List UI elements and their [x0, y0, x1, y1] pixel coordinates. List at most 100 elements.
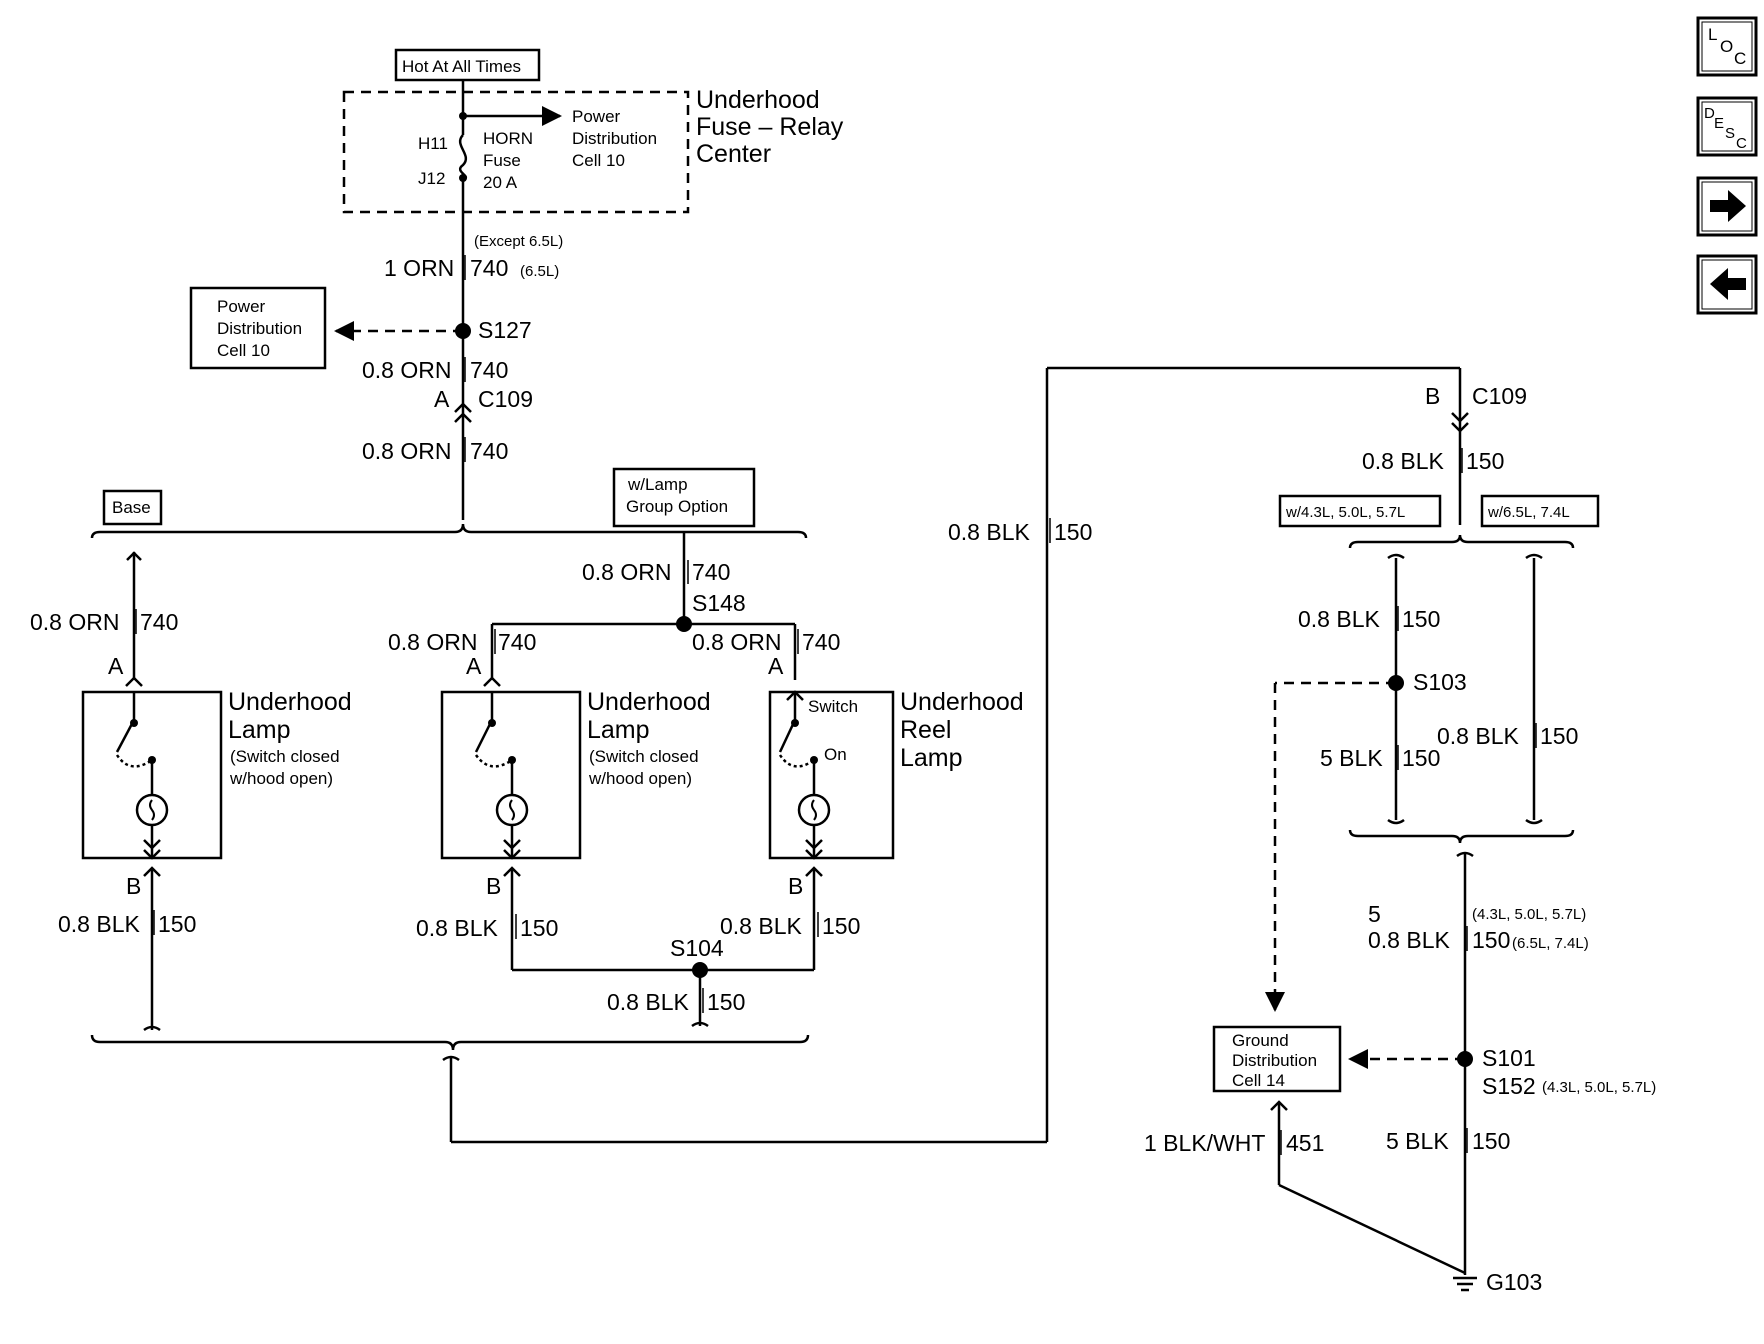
- r5-circuit: 150: [1472, 1128, 1510, 1154]
- splice-s104-dot: [692, 962, 708, 978]
- prev-button[interactable]: [1696, 254, 1758, 315]
- r1-gauge: 0.8 BLK: [1298, 606, 1380, 632]
- c109b-gauge: 0.8 BLK: [1362, 448, 1444, 474]
- c109b-label: C109: [1472, 383, 1527, 409]
- desc-letter-d: D: [1704, 105, 1715, 122]
- s127-label: S127: [478, 317, 532, 343]
- r4-gauge-a: 5: [1368, 901, 1381, 927]
- s103-label: S103: [1413, 669, 1467, 695]
- base-blk-gauge: 0.8 BLK: [58, 911, 140, 937]
- arrow-right-icon: [1710, 190, 1746, 222]
- base-pin-b: B: [126, 873, 141, 899]
- hot-at-all-times-box: [394, 48, 541, 82]
- r5-gauge: 5 BLK: [1386, 1128, 1449, 1154]
- mid-switch-note-2: w/hood open): [588, 769, 692, 788]
- reel-pin-b: B: [788, 873, 803, 899]
- base-circuit: 740: [140, 609, 178, 635]
- splice-s103-dot: [1388, 675, 1404, 691]
- s152-label: S152: [1482, 1073, 1536, 1099]
- base-switch-note-1: (Switch closed: [230, 747, 340, 766]
- r3-gauge: 0.8 BLK: [1437, 723, 1519, 749]
- power-dist-arrow-3: Cell 10: [572, 151, 625, 170]
- r4-circuit: 150: [1472, 927, 1510, 953]
- base-blk-circuit: 150: [158, 911, 196, 937]
- desc-button[interactable]: D E S C: [1696, 96, 1758, 157]
- next-button[interactable]: [1696, 176, 1758, 237]
- left-power-box-1: Power: [217, 297, 266, 316]
- loc-letter-o: O: [1720, 37, 1733, 56]
- fuse-center-label-3: Center: [696, 140, 771, 168]
- w3-circuit: 740: [470, 438, 508, 464]
- reel-gauge: 0.8 ORN: [692, 629, 781, 655]
- gnd-circuit: 451: [1286, 1130, 1324, 1156]
- reel-circuit: 740: [802, 629, 840, 655]
- reel-blk-circuit: 150: [822, 913, 860, 939]
- s101-label: S101: [1482, 1045, 1536, 1071]
- reel-on-label: On: [824, 745, 847, 764]
- mid-pin-a: A: [466, 653, 482, 679]
- s104-out-circuit: 150: [707, 989, 745, 1015]
- mid-gauge: 0.8 ORN: [388, 629, 477, 655]
- base-option-label: Base: [112, 498, 151, 517]
- mid-circuit: 740: [498, 629, 536, 655]
- base-option-box: [102, 489, 163, 526]
- ground-distribution-box: [1212, 1025, 1342, 1093]
- g103-label: G103: [1486, 1269, 1542, 1295]
- w1-circuit: 740: [470, 255, 508, 281]
- c109b-circuit: 150: [1466, 448, 1504, 474]
- s148-in-circuit: 740: [692, 559, 730, 585]
- hot-at-all-times-label: Hot At All Times: [402, 57, 521, 76]
- desc-letter-e: E: [1714, 115, 1724, 132]
- r4-gauge-b: 0.8 BLK: [1368, 927, 1450, 953]
- option-brace-top: [90, 523, 808, 539]
- w43-label: w/4.3L, 5.0L, 5.7L: [1285, 504, 1405, 521]
- mid-lamp-name-1: Underhood: [587, 688, 711, 716]
- c109a-pin: A: [434, 386, 450, 412]
- w1-gauge: 1 ORN: [384, 255, 454, 281]
- option-brace-bottom: [90, 1034, 810, 1051]
- w2-circuit: 740: [470, 357, 508, 383]
- w2-gauge: 0.8 ORN: [362, 357, 451, 383]
- w1-note: (6.5L): [520, 263, 559, 280]
- option-brace-right-bottom: [1348, 829, 1575, 844]
- s104-label: S104: [670, 935, 724, 961]
- horn-fuse-symbol: [458, 134, 468, 182]
- r3-circuit: 150: [1540, 723, 1578, 749]
- r2-gauge: 5 BLK: [1320, 745, 1383, 771]
- s152-note: (4.3L, 5.0L, 5.7L): [1542, 1079, 1656, 1096]
- r1-circuit: 150: [1402, 606, 1440, 632]
- loc-button[interactable]: L O C: [1696, 16, 1758, 77]
- long-circuit: 150: [1054, 519, 1092, 545]
- long-gauge: 0.8 BLK: [948, 519, 1030, 545]
- w43-option-box: [1278, 494, 1442, 528]
- fuse-center-label-2: Fuse – Relay: [696, 113, 844, 141]
- mid-blk-circuit: 150: [520, 915, 558, 941]
- fuse-name-2: Fuse: [483, 151, 521, 170]
- w65-label: w/6.5L, 7.4L: [1487, 504, 1570, 521]
- lamp-group-option-2: Group Option: [626, 497, 728, 516]
- except-65-note: (Except 6.5L): [474, 233, 563, 250]
- r2-circuit: 150: [1402, 745, 1440, 771]
- desc-letter-c: C: [1736, 135, 1747, 152]
- reel-blk-gauge: 0.8 BLK: [720, 913, 802, 939]
- reel-lamp-name-3: Lamp: [900, 744, 963, 772]
- reel-pin-a: A: [768, 653, 784, 679]
- gnd-gauge: 1 BLK/WHT: [1144, 1130, 1265, 1156]
- r4-note-b: (6.5L, 7.4L): [1512, 935, 1589, 952]
- base-pin-a: A: [108, 653, 124, 679]
- lamp-group-option-1: w/Lamp: [627, 475, 688, 494]
- r4-note-a: (4.3L, 5.0L, 5.7L): [1472, 906, 1586, 923]
- base-lamp-name-2: Lamp: [228, 716, 291, 744]
- splice-s127-dot: [455, 323, 471, 339]
- w65-option-box: [1480, 494, 1600, 528]
- fuse-pin-top: H11: [418, 134, 448, 153]
- mid-lamp-name-2: Lamp: [587, 716, 650, 744]
- power-dist-arrow-2: Distribution: [572, 129, 657, 148]
- arrow-left-icon: [1710, 268, 1746, 300]
- base-gauge: 0.8 ORN: [30, 609, 119, 635]
- s148-in-gauge: 0.8 ORN: [582, 559, 671, 585]
- loc-letter-c: C: [1734, 49, 1746, 68]
- desc-letter-s: S: [1725, 125, 1735, 142]
- left-power-box-3: Cell 10: [217, 341, 270, 360]
